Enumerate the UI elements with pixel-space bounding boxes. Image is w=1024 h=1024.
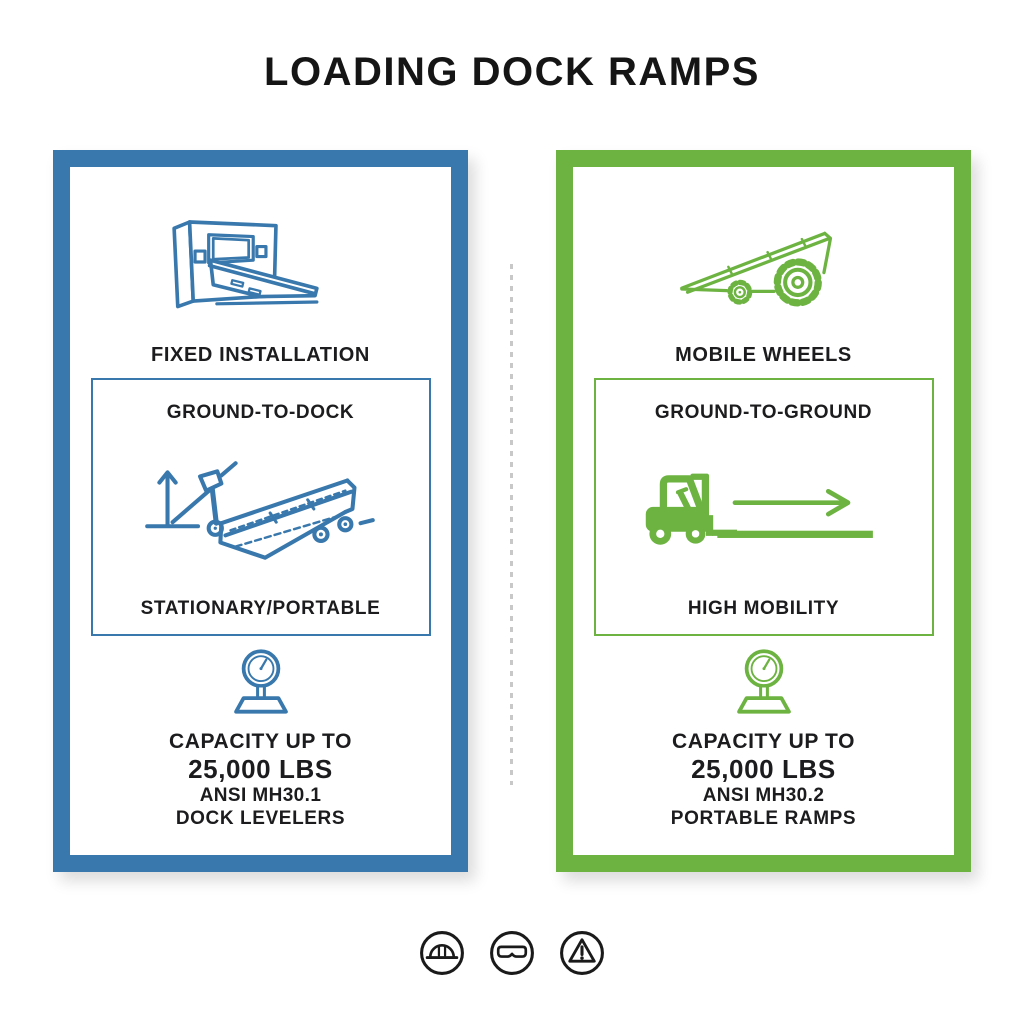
capacity-line3: ANSI MH30.2 — [702, 785, 825, 806]
capacity-line3: ANSI MH30.1 — [199, 785, 322, 806]
safety-goggles-icon — [488, 929, 536, 977]
dock-leveler-icon — [165, 213, 356, 311]
weight-scale-icon — [227, 648, 295, 724]
panel-dock-levelers: FIXED INSTALLATION GROUND-TO-DOCK — [53, 150, 468, 872]
capacity-line2: 25,000 LBS — [691, 754, 836, 784]
spec-box-top-label: GROUND-TO-DOCK — [166, 402, 355, 423]
spec-box-top-label: GROUND-TO-GROUND — [654, 402, 873, 423]
warning-triangle-icon — [558, 929, 606, 977]
spec-box-bottom-label: HIGH MOBILITY — [687, 598, 840, 619]
capacity-line1: CAPACITY UP TO — [671, 730, 856, 753]
capacity-line1: CAPACITY UP TO — [168, 730, 353, 753]
feature-label: FIXED INSTALLATION — [151, 344, 370, 366]
capacity-block: CAPACITY UP TO 25,000 LBS ANSI MH30.1 DO… — [169, 730, 352, 830]
yard-ramp-icon — [139, 448, 383, 575]
capacity-line4: PORTABLE RAMPS — [670, 808, 857, 829]
weight-scale-icon — [730, 648, 798, 724]
capacity-line2: 25,000 LBS — [188, 754, 333, 784]
forklift-arrow-icon — [628, 455, 900, 567]
dotted-divider — [510, 264, 513, 785]
hard-hat-icon — [418, 929, 466, 977]
footer-safety-icons — [0, 929, 1024, 977]
capacity-block: CAPACITY UP TO 25,000 LBS ANSI MH30.2 PO… — [671, 730, 856, 830]
capacity-line4: DOCK LEVELERS — [175, 808, 346, 829]
feature-label: MOBILE WHEELS — [675, 344, 852, 366]
mobile-ramp-wheels-icon — [661, 213, 866, 311]
spec-box-bottom-label: STATIONARY/PORTABLE — [140, 598, 381, 619]
panel-portable-ramps: MOBILE WHEELS GROUND-TO-GROUND — [556, 150, 971, 872]
spec-box: GROUND-TO-DOCK — [90, 378, 431, 636]
spec-box: GROUND-TO-GROUND — [593, 378, 934, 636]
page-title: LOADING DOCK RAMPS — [264, 50, 760, 94]
